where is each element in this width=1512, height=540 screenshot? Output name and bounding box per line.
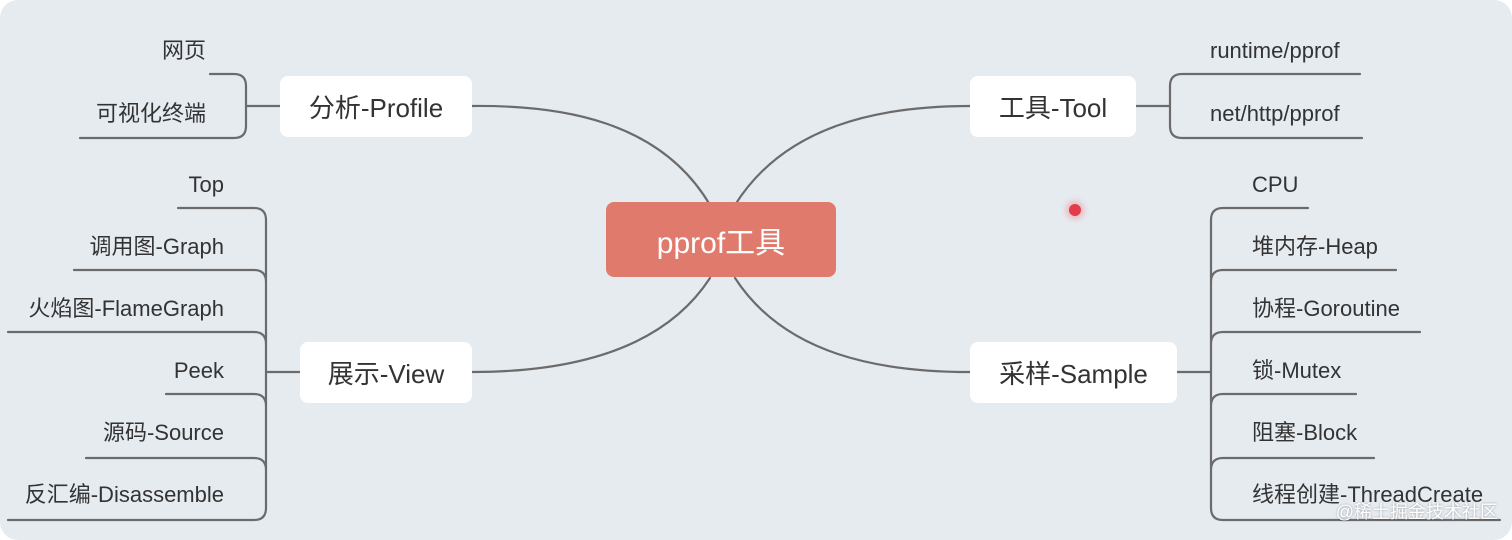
root-node: pprof工具: [606, 202, 836, 277]
leaf-view-source: 源码-Source: [102, 420, 224, 445]
link-root-profile: [470, 104, 712, 207]
leaf-sample-threadcreate: 线程创建-ThreadCreate: [1252, 482, 1484, 507]
branch-tool: 工具-Tool: [970, 76, 1136, 137]
leaf-sample-cpu: CPU: [1252, 172, 1299, 197]
bracket-view: [6, 206, 302, 522]
leaf-view-top: Top: [188, 172, 224, 197]
leaf-sample-mutex: 锁-Mutex: [1252, 358, 1342, 383]
bracket-sample: [1175, 206, 1502, 522]
leaf-profile-web: 网页: [161, 38, 206, 63]
watermark: @稀土掘金技术社区: [1335, 502, 1498, 522]
branch-view: 展示-View: [300, 342, 472, 403]
leaf-tool-net-http-pprof: net/http/pprof: [1210, 101, 1340, 126]
bracket-profile: [78, 72, 282, 140]
leaf-view-graph: 调用图-Graph: [89, 234, 224, 259]
leaf-tool-runtime-pprof: runtime/pprof: [1210, 38, 1340, 63]
branch-profile: 分析-Profile: [280, 76, 472, 137]
link-root-tool: [733, 104, 972, 207]
link-root-sample: [733, 276, 972, 374]
leaf-profile-terminal: 可视化终端: [95, 101, 206, 126]
leaf-view-disassemble: 反汇编-Disassemble: [24, 482, 224, 507]
leaf-view-flamegraph: 火焰图-FlameGraph: [28, 296, 224, 321]
pointer-marker: [1069, 204, 1081, 216]
link-root-view: [470, 276, 712, 374]
leaf-view-peek: Peek: [173, 358, 224, 383]
leaf-sample-block: 阻塞-Block: [1252, 420, 1358, 445]
branch-sample: 采样-Sample: [970, 342, 1177, 403]
leaf-sample-goroutine: 协程-Goroutine: [1252, 296, 1400, 321]
bracket-tool: [1134, 72, 1364, 140]
leaf-sample-heap: 堆内存-Heap: [1252, 234, 1378, 259]
